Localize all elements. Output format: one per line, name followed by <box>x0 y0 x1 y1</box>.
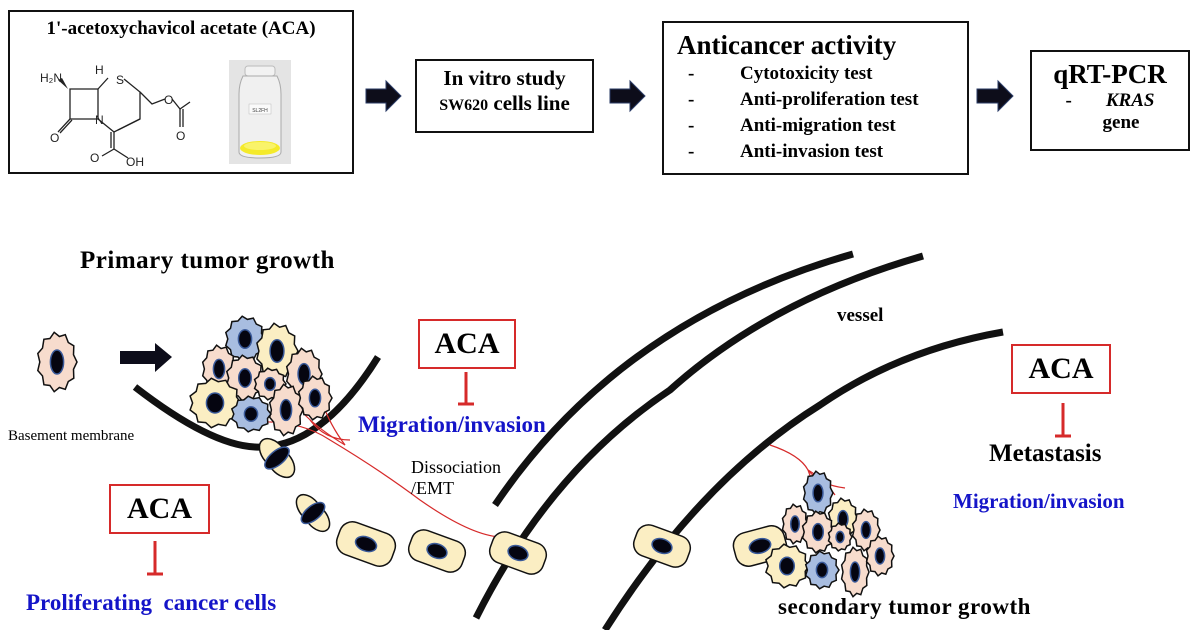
list-item: - Cytotoxicity test <box>684 61 967 87</box>
s-label: S <box>116 73 124 87</box>
dissociation-line1: Dissociation <box>411 457 501 477</box>
right-arrow-icon <box>120 343 172 372</box>
inhibition-bar-icon <box>1055 403 1071 438</box>
aca-box-migration: ACA <box>418 319 516 369</box>
nucleus <box>748 537 772 555</box>
o4-label: O <box>176 129 185 143</box>
anticancer-box: Anticancer activity - Cytotoxicity test -… <box>662 21 969 175</box>
o1-label: O <box>50 131 59 145</box>
dissociation-label: Dissociation /EMT <box>411 457 501 499</box>
nucleus <box>300 501 326 525</box>
anticancer-list: - Cytotoxicity test - Anti-proliferation t… <box>664 61 967 165</box>
nucleus <box>279 398 293 422</box>
qpcr-gene-line: - KRAS <box>1032 90 1188 112</box>
nucleus <box>812 483 824 503</box>
in-vitro-box: In vitro study SW620 cells line <box>415 59 594 133</box>
bullet: - <box>688 141 695 162</box>
vial-photo: SL2FH <box>229 60 291 164</box>
test-label: Anti-proliferation test <box>740 89 919 110</box>
list-item: - Anti-proliferation test <box>684 87 967 113</box>
nucleus <box>651 537 673 555</box>
workflow-arrows <box>365 79 1014 113</box>
bullet: - <box>688 63 695 84</box>
o3-label: O <box>164 93 173 107</box>
nucleus <box>507 544 529 562</box>
cell-line-suffix: cells line <box>488 91 570 115</box>
migration-label-secondary: Migration/invasion <box>953 489 1125 513</box>
gene-name: KRAS <box>1105 90 1155 111</box>
nucleus <box>243 406 259 422</box>
list-item: - Anti-invasion test <box>684 139 967 165</box>
right-arrow-icon <box>976 79 1014 113</box>
nucleus <box>849 561 861 583</box>
bullet: - <box>1065 90 1072 111</box>
proliferating-label: Proliferating cancer cells <box>26 590 277 615</box>
h-label: H <box>95 64 104 77</box>
gene-word: gene <box>1102 112 1140 133</box>
nucleus <box>49 349 65 375</box>
test-label: Cytotoxicity test <box>740 63 873 84</box>
vessel-wall-left <box>472 252 924 620</box>
aca-box-metastasis: ACA <box>1011 344 1111 394</box>
nucleus <box>835 530 845 544</box>
vessel-label: vessel <box>837 305 884 326</box>
vial-label: SL2FH <box>252 108 268 114</box>
nucleus <box>237 329 253 349</box>
list-item: - Anti-migration test <box>684 113 967 139</box>
inhibition-bar-icon <box>147 541 163 576</box>
nucleus <box>426 542 448 560</box>
nucleus <box>264 446 290 470</box>
basement-membrane-label: Basement membrane <box>8 428 135 444</box>
right-arrow-icon <box>609 79 646 113</box>
dissociation-line2: /EMT <box>411 478 454 498</box>
nucleus <box>308 388 322 408</box>
nucleus <box>815 561 829 579</box>
nucleus <box>237 368 253 388</box>
migration-label: Migration/invasion <box>358 412 546 437</box>
qpcr-box: qRT-PCR - KRAS gene <box>1030 50 1190 151</box>
metastasis-label: Metastasis <box>989 440 1102 467</box>
compound-box: 1'-acetoxychavicol acetate (ACA) H₂N H S… <box>8 10 354 174</box>
in-vitro-title: In vitro study <box>443 66 566 90</box>
aca-box-proliferation: ACA <box>109 484 210 534</box>
oh-label: OH <box>126 155 144 169</box>
chemical-structure: H₂N H S N O O OH O O <box>40 64 191 169</box>
nucleus <box>778 556 796 576</box>
vessel-wall-outer <box>492 250 854 507</box>
nucleus <box>263 376 277 392</box>
nucleus <box>860 520 872 540</box>
nucleus <box>874 547 886 565</box>
cell-line-code: SW620 <box>439 97 489 114</box>
n-label: N <box>95 113 104 127</box>
nucleus <box>212 358 226 380</box>
o2-label: O <box>90 151 99 165</box>
qpcr-title: qRT-PCR <box>1053 59 1167 89</box>
inhibition-bar-icon <box>458 372 474 406</box>
bullet: - <box>688 115 695 136</box>
secondary-tumor-title: secondary tumor growth <box>778 594 1031 619</box>
cell-line-label: SW620 cells line <box>417 91 592 116</box>
bullet: - <box>688 89 695 110</box>
nucleus <box>354 535 378 553</box>
nucleus <box>811 522 825 542</box>
right-arrow-icon <box>365 79 402 113</box>
anticancer-title: Anticancer activity <box>677 30 897 60</box>
basement-membrane <box>132 355 381 451</box>
test-label: Anti-invasion test <box>740 141 884 162</box>
compound-title: 1'-acetoxychavicol acetate (ACA) <box>46 18 316 39</box>
migration-tracks <box>254 401 846 538</box>
nucleus <box>205 392 225 414</box>
amine-label: H₂N <box>40 71 62 85</box>
nucleus <box>269 339 285 363</box>
nucleus <box>789 515 801 533</box>
test-label: Anti-migration test <box>740 115 896 136</box>
vessel-wall-right <box>602 328 1004 630</box>
primary-tumor-title: Primary tumor growth <box>80 247 335 274</box>
